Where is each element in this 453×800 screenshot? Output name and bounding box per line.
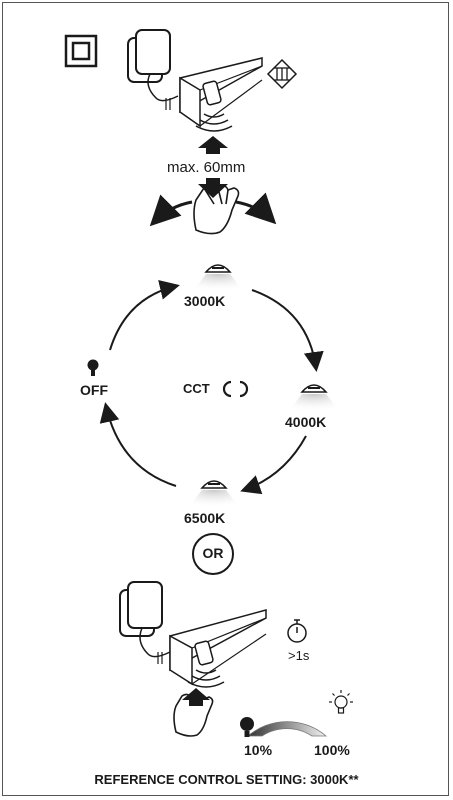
hand-icon bbox=[173, 693, 214, 737]
plug-adapter-icon bbox=[119, 581, 171, 658]
state-off-label: OFF bbox=[80, 382, 108, 398]
light-bar-icon bbox=[157, 609, 267, 686]
cycle-arrows bbox=[99, 280, 324, 495]
hand-icon bbox=[193, 184, 240, 235]
diagram-frame bbox=[2, 2, 449, 796]
lamp-icon bbox=[192, 264, 244, 292]
lamp-icon bbox=[288, 384, 340, 412]
swipe-arrows bbox=[149, 192, 277, 227]
cct-label: CCT bbox=[183, 381, 210, 396]
bulb-on-icon bbox=[329, 690, 353, 714]
state-4000k-label: 4000K bbox=[285, 414, 327, 430]
state-3000k-label: 3000K bbox=[184, 293, 226, 309]
dimming-arc bbox=[246, 721, 328, 737]
distance-label: max. 60mm bbox=[167, 159, 246, 176]
class-ii-icon bbox=[64, 34, 98, 68]
dim-max-label: 100% bbox=[314, 742, 350, 758]
timer-label: >1s bbox=[288, 648, 310, 663]
plug-adapter-icon bbox=[127, 29, 179, 102]
lamp-icon bbox=[188, 480, 240, 508]
state-6500k-label: 6500K bbox=[184, 510, 226, 526]
class-iii-icon bbox=[266, 58, 298, 90]
sensor-waves-icon bbox=[187, 669, 225, 688]
bulb-off-icon bbox=[240, 717, 254, 737]
or-label: OR bbox=[202, 545, 224, 561]
or-badge bbox=[192, 533, 234, 575]
up-arrow-icon bbox=[182, 688, 210, 706]
cycle-icon bbox=[222, 380, 249, 398]
dim-min-label: 10% bbox=[244, 742, 273, 758]
sensor-waves-icon bbox=[195, 113, 233, 132]
footer-reference-setting: REFERENCE CONTROL SETTING: 3000K** bbox=[94, 772, 359, 787]
light-bar-icon bbox=[165, 57, 263, 128]
stopwatch-icon bbox=[287, 619, 307, 643]
bulb-off-icon bbox=[87, 359, 99, 376]
